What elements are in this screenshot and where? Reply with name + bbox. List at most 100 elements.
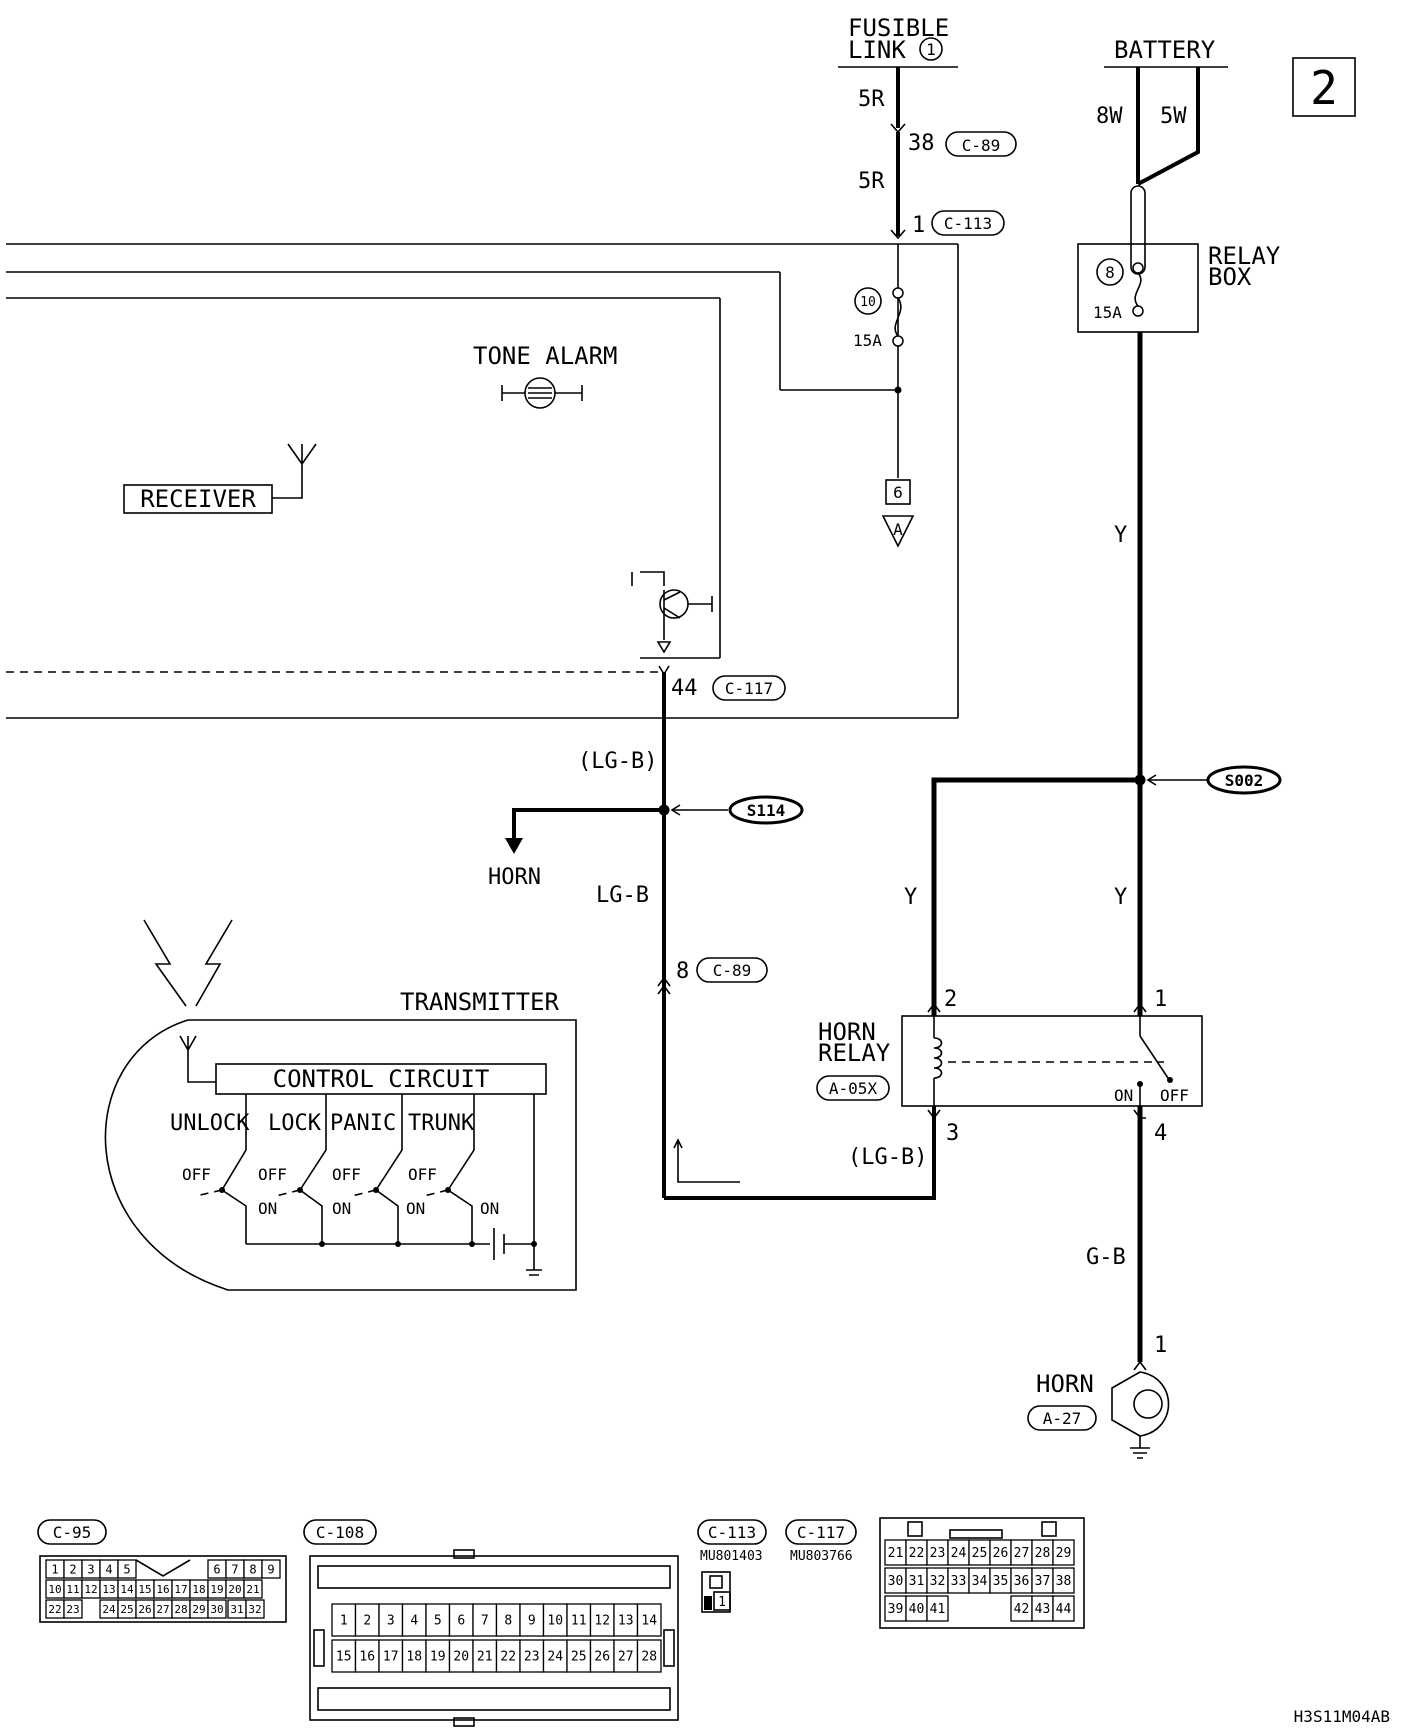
horn-relay-on-label: ON — [1114, 1086, 1133, 1105]
page-number: 2 — [1310, 61, 1338, 115]
fusible-link-number: 1 — [926, 40, 936, 59]
fusible-link-label-2: LINK — [848, 36, 906, 64]
fuse10-element — [894, 297, 902, 337]
wire-lgb-upper-label: (LG-B) — [578, 749, 657, 774]
c113v-label: C-113 — [708, 1523, 756, 1542]
horn-ground-icon — [1130, 1447, 1150, 1459]
connector-pin-cell — [926, 1595, 949, 1622]
switch-lock-off: OFF — [258, 1165, 287, 1184]
c108-label: C-108 — [316, 1523, 364, 1542]
switch-bus-junction-3 — [469, 1241, 475, 1247]
horn-icon — [1111, 1371, 1170, 1437]
connector-pin-number: 34 — [972, 1574, 988, 1589]
relay-box-fuse-terminal-top — [1132, 262, 1144, 274]
connector-pin-number: 31 — [909, 1574, 925, 1589]
c95-connector-outline — [39, 1555, 287, 1623]
tone-alarm-label: TONE ALARM — [473, 342, 618, 370]
connector-pin-number: 29 — [1056, 1546, 1072, 1561]
connector-pin-number: 14 — [641, 1614, 657, 1629]
connector-pin-number: 2 — [363, 1614, 371, 1629]
c117-connector-housing — [879, 1517, 1085, 1629]
transmitter-signal-icon-2 — [195, 919, 233, 1007]
c117v-label-box — [785, 1519, 857, 1545]
connector-pin-number: 7 — [231, 1562, 238, 1576]
fuse10-terminal-top — [892, 287, 904, 299]
connector-pin-cell — [261, 1559, 281, 1579]
wire-gb-label: G-B — [1086, 1245, 1126, 1270]
connector-pin-number: 24 — [102, 1603, 116, 1616]
switch-bus-junction-2 — [395, 1241, 401, 1247]
connector-pin-number: 21 — [246, 1583, 259, 1596]
wire-to-horn — [512, 808, 664, 846]
horn-relay-code: A-05X — [829, 1079, 878, 1098]
switch-panic-contact — [374, 1140, 403, 1244]
c95-label: C-95 — [53, 1523, 92, 1542]
switch-pivot-trunk — [445, 1187, 451, 1193]
switch-unlock-off: OFF — [182, 1165, 211, 1184]
c117-label: C-117 — [725, 679, 773, 698]
horn-relay-pin1-marker — [1133, 1002, 1147, 1013]
connector-pin-number: 13 — [618, 1614, 634, 1629]
horn-relay-off-label: OFF — [1160, 1086, 1189, 1105]
connector-pin-number: 28 — [1035, 1546, 1051, 1561]
switch-label-panic: PANIC — [330, 1111, 396, 1136]
connector-pin-number: 5 — [123, 1562, 130, 1576]
connector-pin-number: 26 — [594, 1650, 610, 1665]
ref-triangle-a — [881, 515, 915, 548]
footer-code: H3S11M04AB — [1294, 1707, 1390, 1726]
connector-pin-number: 4 — [410, 1614, 418, 1629]
connector-pin-cell — [1052, 1539, 1075, 1566]
relay-box-label-1: RELAY — [1208, 242, 1281, 270]
splice-s114-arrow — [670, 804, 681, 816]
fuse10-junction — [894, 386, 902, 394]
relay-box-fuse-rating: 15A — [1093, 303, 1122, 322]
c113-pin1-number: 1 — [912, 213, 925, 238]
relay-box-fuse-number-circle — [1096, 258, 1124, 286]
horn-relay-label-1: HORN — [818, 1018, 876, 1046]
battery-label: BATTERY — [1114, 36, 1216, 64]
c113-connector-notch — [704, 1596, 712, 1610]
horn-relay-pin3: 3 — [946, 1121, 959, 1146]
fuse10-rating: 15A — [853, 331, 882, 350]
connector-pin-number: 14 — [120, 1583, 134, 1596]
connector-pin-number: 42 — [1014, 1602, 1030, 1617]
horn-pin1: 1 — [1154, 1333, 1167, 1358]
c113-connector-latch — [709, 1575, 723, 1589]
switch-trunk-contact — [446, 1140, 475, 1244]
connector-pin-number: 22 — [500, 1650, 516, 1665]
connector-pin-number: 10 — [547, 1614, 563, 1629]
connector-pin-number: 17 — [174, 1583, 187, 1596]
switch-label-trunk: TRUNK — [408, 1111, 475, 1136]
connector-pin-number: 18 — [406, 1650, 422, 1665]
connector-pin-number: 23 — [930, 1546, 946, 1561]
connector-pin-number: 41 — [930, 1602, 946, 1617]
connector-pin-number: 3 — [87, 1562, 94, 1576]
connector-pin-number: 12 — [84, 1583, 97, 1596]
connector-pin-number: 22 — [909, 1546, 925, 1561]
wire-lgb-bottom — [664, 1120, 936, 1200]
horn-relay-label-2: RELAY — [818, 1039, 891, 1067]
receiver-label: RECEIVER — [140, 485, 256, 513]
horn-relay-pin4: 4 — [1154, 1121, 1167, 1146]
relay-box-fuse-terminal-bottom — [1132, 305, 1144, 317]
connector-pin-cell — [243, 1579, 263, 1599]
horn-relay-contact-off — [1167, 1077, 1173, 1083]
splice-s114-badge — [728, 795, 804, 825]
fuse10-number: 10 — [860, 295, 876, 310]
c113-connector-pin-box — [713, 1591, 731, 1611]
c113-part-number: MU801403 — [700, 1549, 763, 1564]
battery-wire-5w-label: 5W — [1160, 104, 1187, 129]
c113-pin1-marker — [890, 229, 906, 240]
c113-label-box — [931, 210, 1005, 236]
switch-pivot-panic — [373, 1187, 379, 1193]
connector-pin-cell — [636, 1603, 662, 1637]
receiver-antenna-icon — [272, 443, 317, 499]
battery-wire-5w — [1137, 67, 1200, 186]
switch-label-unlock: UNLOCK — [170, 1111, 250, 1136]
horn-relay-contact-on — [1137, 1081, 1143, 1087]
fusible-link-number-circle — [919, 37, 943, 61]
connector-pin-number: 8 — [249, 1562, 256, 1576]
